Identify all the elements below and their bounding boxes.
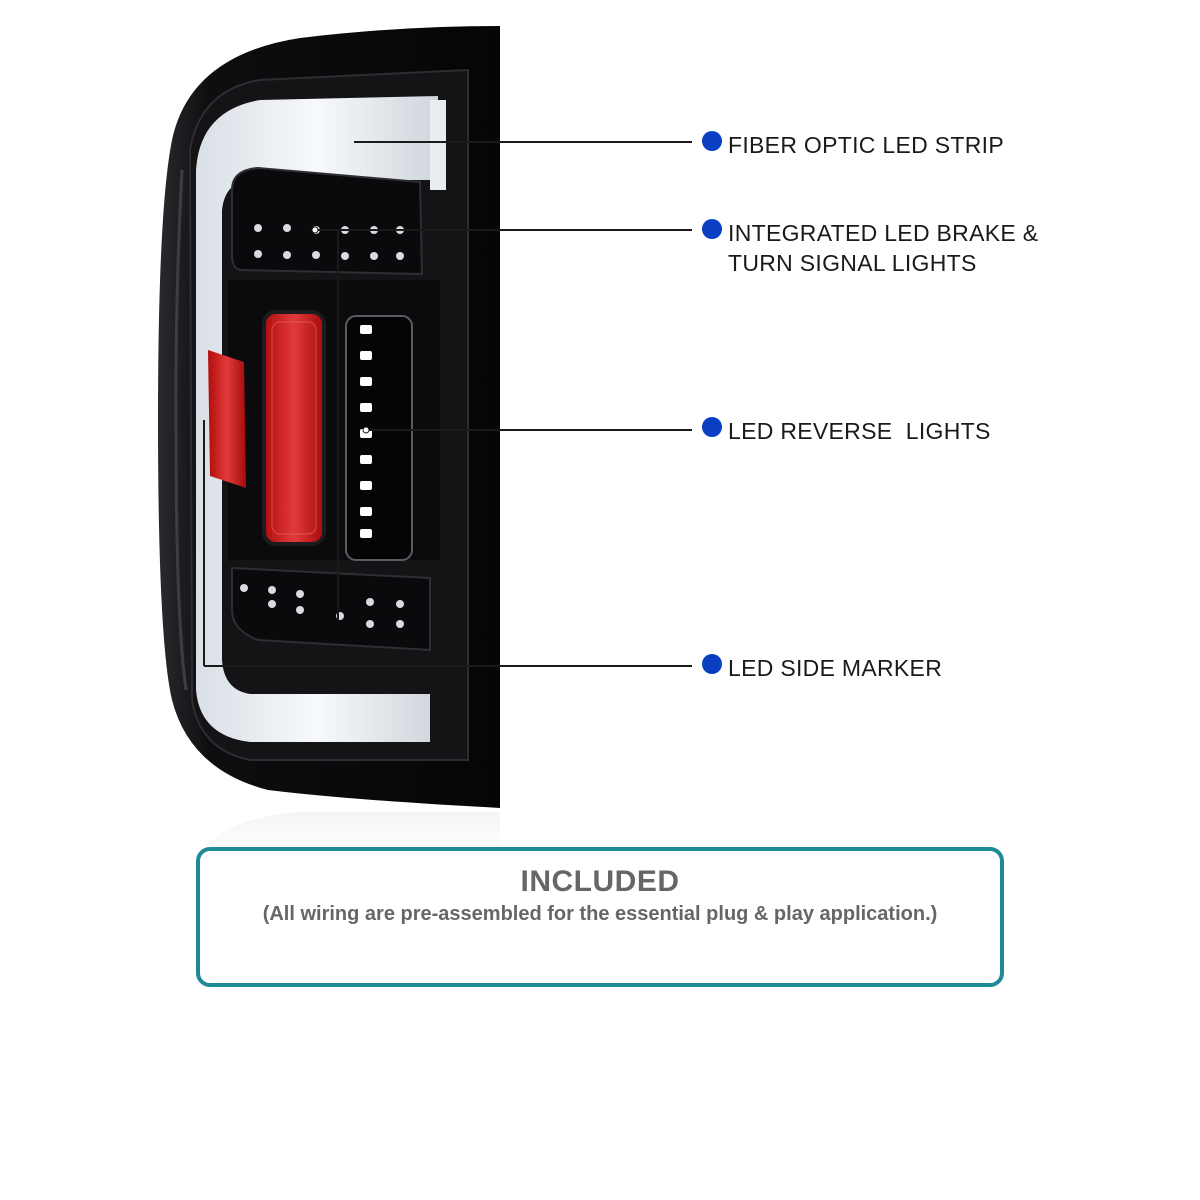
callout-side-marker: LED SIDE MARKER — [702, 653, 942, 683]
callout-label: FIBER OPTIC LED STRIP — [728, 132, 1004, 158]
reverse-leds — [360, 325, 372, 538]
included-title: INCLUDED — [520, 865, 680, 898]
side-marker — [208, 350, 246, 488]
bullet-dot-icon — [702, 131, 722, 151]
callout-fiber-optic: FIBER OPTIC LED STRIP — [702, 130, 1004, 160]
turn-leds — [240, 584, 404, 628]
reverse-led-column — [345, 315, 413, 561]
callout-label: LED SIDE MARKER — [728, 655, 943, 681]
included-note: (All wiring are pre-assembled for the es… — [262, 903, 938, 925]
bullet-dot-icon — [702, 219, 722, 239]
callout-reverse: LED REVERSE LIGHTS — [702, 416, 991, 446]
red-reflector — [262, 310, 326, 546]
fiber-optic-strip — [196, 96, 438, 742]
turn-led-bar — [231, 566, 431, 652]
callout-brake-turn: INTEGRATED LED BRAKE & TURN SIGNAL LIGHT… — [702, 218, 1038, 278]
bullet-dot-icon — [702, 417, 722, 437]
callout-label: INTEGRATED LED BRAKE & TURN SIGNAL LIGHT… — [728, 220, 1039, 276]
bullet-dot-icon — [702, 654, 722, 674]
leader-lines — [203, 141, 692, 667]
included-box: INCLUDED (All wiring are pre-assembled f… — [196, 847, 1004, 987]
brake-led-bar — [231, 166, 424, 276]
callout-label: LED REVERSE LIGHTS — [728, 418, 991, 444]
